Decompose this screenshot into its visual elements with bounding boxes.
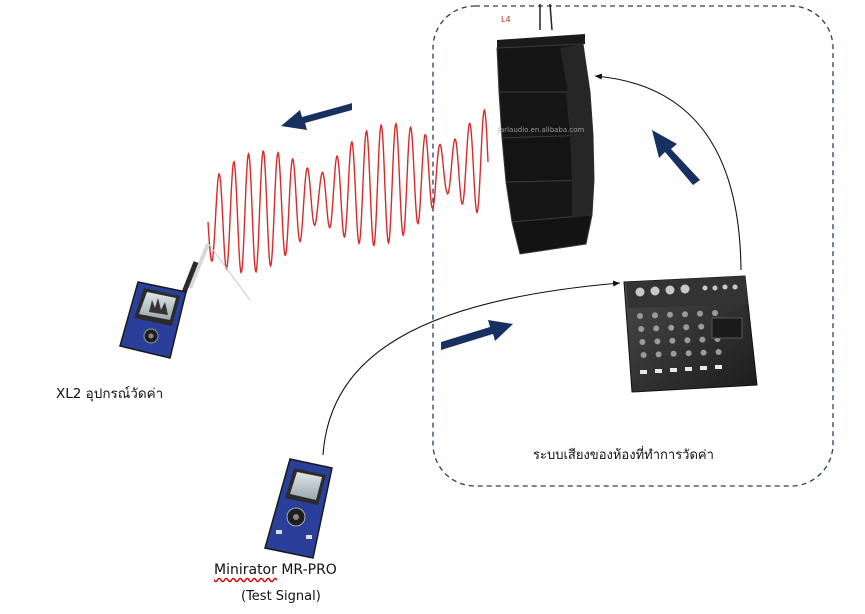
mixer-knob (682, 311, 688, 318)
arrow-sound-left (281, 103, 352, 130)
line-array-speaker-icon: L4 jarlaudio.en.alibaba.com (496, 3, 595, 255)
mixer-knob (637, 313, 643, 319)
mixer-knobs (637, 310, 722, 358)
minirator-label: Minirator MR-PRO (214, 562, 337, 578)
minirator-generator-icon (264, 458, 333, 559)
test-signal-label: (Test Signal) (241, 589, 321, 604)
mixer-knob (670, 350, 677, 357)
room-system-boundary (432, 5, 834, 487)
room-system-label: ระบบเสียงของห้องที่ทำการวัดค่า (533, 448, 714, 463)
signal-line-generator-to-mixer (322, 280, 621, 456)
mixer-knob (638, 326, 645, 332)
mixer-knob (684, 337, 691, 344)
arrow-signal-to-mixer (441, 320, 513, 350)
mixer-knob (669, 337, 676, 344)
mixer-knob (655, 351, 662, 358)
mixer-knob (699, 336, 706, 343)
mixer-knob (667, 311, 673, 318)
wave-edge-line (207, 242, 251, 301)
minirator-model: MR-PRO (276, 562, 337, 578)
mixer-knob (653, 325, 660, 332)
mixer-knob (697, 310, 703, 317)
arrow-mixer-to-speaker (652, 130, 700, 185)
mixer-knob (639, 339, 646, 345)
mixer-knob (712, 310, 718, 316)
sound-wave (207, 108, 489, 274)
speaker-watermark: jarlaudio.en.alibaba.com (497, 126, 585, 134)
xl2-label: XL2 อุปกรณ์วัดค่า (56, 386, 164, 402)
minirator-brand: Minirator (214, 562, 277, 578)
mixer-knob (654, 338, 661, 345)
mixer-knob (683, 324, 690, 331)
xl2-analyzer-icon (119, 243, 210, 359)
mixer-knob (668, 324, 675, 331)
audio-mixer-icon (623, 275, 758, 393)
speaker-tag: L4 (501, 15, 511, 24)
signal-line-mixer-to-speaker (594, 73, 742, 271)
mixer-knob (715, 349, 722, 355)
mixer-knob (700, 349, 707, 356)
mixer-knob (698, 323, 705, 330)
mixer-knob (640, 352, 647, 358)
mixer-knob (652, 312, 658, 319)
mixer-knob (685, 350, 692, 357)
